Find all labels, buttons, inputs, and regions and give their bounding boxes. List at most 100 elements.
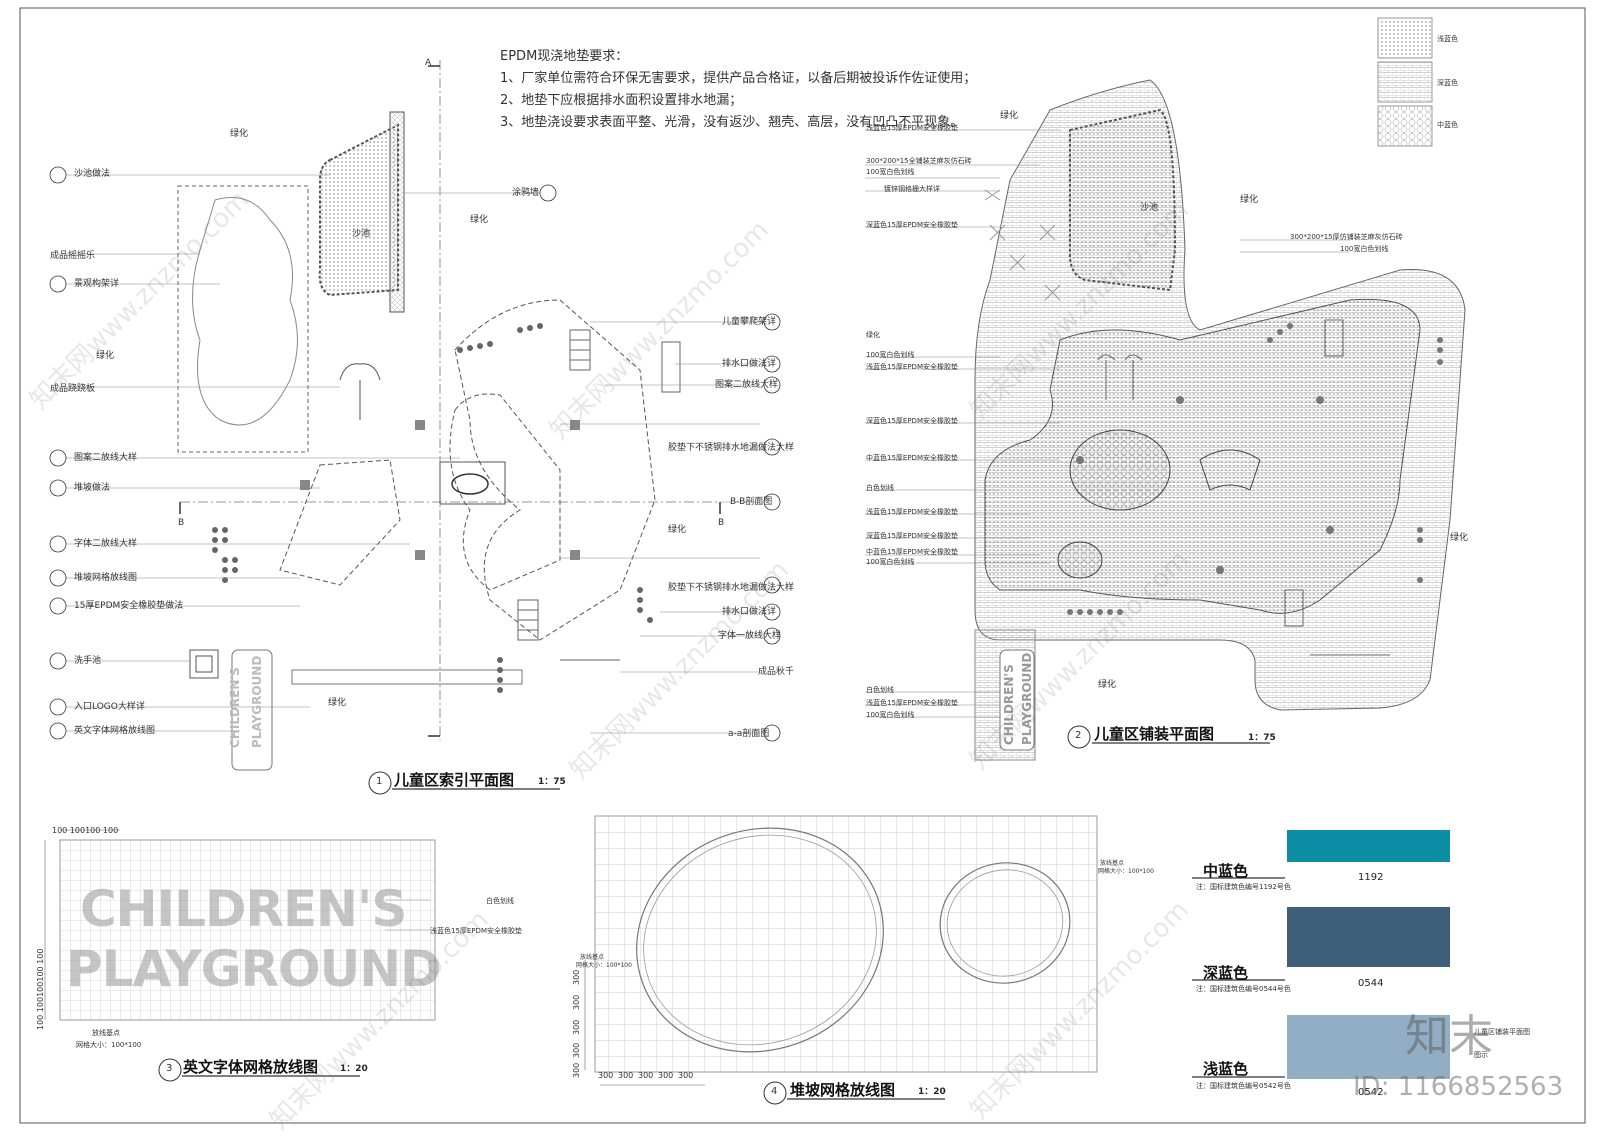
plan2-label: 深蓝色15厚EPDM安全橡胶垫	[866, 417, 958, 425]
plan1-label: 儿童攀爬架详	[722, 317, 777, 327]
color-name: 浅蓝色	[1203, 1060, 1249, 1078]
plan3-title: 英文字体网格放线图	[183, 1058, 319, 1076]
plan4-scale: 1：20	[918, 1087, 946, 1097]
section-mark-b: B	[178, 518, 185, 528]
plan2-label: 绿化	[866, 331, 880, 339]
plan3-text-line2: PLAYGROUND	[66, 940, 442, 998]
plan4-mound-grid	[584, 815, 1098, 1105]
sandpit-label: 沙池	[352, 229, 371, 239]
color-note: 注：国标建筑色编号1192号色	[1196, 883, 1291, 891]
plan3-left-dims: 100 100100100 100	[36, 948, 45, 1030]
plan1-label: 15厚EPDM安全橡胶垫做法	[74, 601, 184, 611]
plan1-label: 堆坡网格放线图	[74, 573, 138, 583]
plan1-label: 排水口做法详	[722, 359, 777, 369]
plan1-label: 图案二放线大样	[74, 453, 138, 463]
plan2-right-label: 300*200*15厚仿铺装芝麻灰仿石砖	[1290, 233, 1403, 241]
plan3-top-dims: 100 100100 100	[52, 826, 119, 835]
section-mark-b: B	[718, 518, 725, 528]
plan3-number: 3	[166, 1063, 173, 1074]
color-note: 注：国标建筑色编号0544号色	[1196, 985, 1291, 993]
plan2-paving-drawing	[865, 79, 1466, 761]
plan2-label: 白色划线	[866, 686, 894, 694]
plan4-left-dim: 300	[572, 1042, 581, 1058]
plan2-label: 100宽白色划线	[866, 168, 915, 176]
pattern-label: 浅蓝色	[1437, 35, 1458, 43]
green-label: 绿化	[230, 129, 249, 139]
color-name: 中蓝色	[1203, 862, 1249, 880]
green-label: 绿化	[328, 698, 347, 708]
plan4-grid-left: 网格大小：100*100	[576, 962, 632, 969]
swatch-dark-blue	[1287, 907, 1450, 967]
notes-title: EPDM现浇地垫要求：	[500, 49, 629, 64]
green-label: 绿化	[1450, 533, 1469, 543]
plan4-left-dim: 300	[572, 1019, 581, 1035]
plan2-label: 浅蓝色15厚EPDM安全橡胶垫	[866, 508, 958, 516]
note-item: 2、地垫下应根据排水面积设置排水地漏；	[500, 93, 743, 108]
plan1-label: 成品摇摇乐	[50, 251, 96, 261]
plan1-label: 沙池做法	[74, 169, 111, 179]
plan1-label: 景观构架详	[74, 279, 120, 289]
plan4-left-dim: 300	[572, 1062, 581, 1078]
plan4-origin-right: 放线基点	[1100, 860, 1125, 867]
plan1-label: 英文字体网格放线图	[74, 726, 156, 736]
plan1-label: a-a剖面图	[728, 729, 770, 739]
section-mark-a: A	[425, 58, 432, 68]
plan4-origin-left: 放线基点	[580, 954, 605, 961]
plan1-label: 字体二放线大样	[74, 539, 138, 549]
plan2-right-label: 100宽白色划线	[1340, 245, 1389, 253]
plan4-bottom-dim: 300	[598, 1071, 614, 1080]
partial-label: 图示	[1474, 1051, 1488, 1059]
plan1-number: 1	[376, 776, 383, 787]
plan1-label: 字体一放线大样	[718, 631, 782, 641]
plan1-logo-line1: CHILDREN'S	[228, 667, 242, 748]
note-item: 1、厂家单位需符合环保无害要求，提供产品合格证，以备后期被投诉作佐证使用；	[500, 71, 977, 86]
watermark-id: ID: 1166852563	[1353, 1072, 1564, 1102]
green-label: 绿化	[1098, 680, 1117, 690]
plan3-origin: 放线基点	[92, 1029, 120, 1037]
note-item: 3、地垫浇设要求表面平整、光滑，没有返沙、翘壳、高层，没有凹凸不平现象。	[500, 115, 964, 130]
green-label: 绿化	[668, 525, 687, 535]
color-code: 0542	[1358, 1087, 1384, 1098]
plan4-bottom-dim: 300	[678, 1071, 694, 1080]
plan2-label: 中蓝色15厚EPDM安全橡胶垫	[866, 548, 958, 556]
plan1-label: 胶垫下不锈钢排水地漏做法大样	[668, 443, 795, 453]
plan4-number: 4	[771, 1086, 778, 1097]
plan1-scale: 1：75	[538, 777, 566, 787]
plan2-label: 白色划线	[866, 484, 894, 492]
plan1-title: 儿童区索引平面图	[394, 771, 515, 789]
plan4-grid-right: 网格大小：100*100	[1098, 868, 1154, 875]
pattern-label: 中蓝色	[1437, 121, 1458, 129]
plan1-label: 洗手池	[74, 656, 102, 666]
partial-label: 儿童区铺装平面图	[1474, 1028, 1530, 1036]
plan4-bottom-dim: 300	[638, 1071, 654, 1080]
plan4-left-dim: 300	[572, 994, 581, 1010]
swatch-light-blue	[1287, 1015, 1450, 1079]
pattern-legend	[1377, 17, 1433, 147]
plan2-scale: 1：75	[1248, 733, 1276, 743]
plan3-scale: 1：20	[340, 1064, 368, 1074]
plan2-label: 浅蓝色15厚EPDM安全橡胶垫	[866, 124, 958, 132]
plan4-left-dim: 300	[572, 969, 581, 985]
plan2-label: 深蓝色15厚EPDM安全橡胶垫	[866, 221, 958, 229]
green-label: 绿化	[96, 351, 115, 361]
plan1-label: 涂鸦墙	[512, 188, 540, 198]
plan3-label: 白色划线	[486, 897, 514, 905]
green-label: 绿化	[1240, 195, 1259, 205]
plan1-label: 图案二放线大样	[715, 380, 779, 390]
pattern-label: 深蓝色	[1437, 79, 1458, 87]
plan3-label: 浅蓝色15厚EPDM安全橡胶垫	[430, 927, 522, 935]
plan2-title: 儿童区铺装平面图	[1094, 725, 1215, 743]
plan1-label: 排水口做法详	[722, 607, 777, 617]
plan2-number: 2	[1075, 730, 1082, 741]
plan3-letter-grid	[44, 829, 436, 1082]
plan3-text-line1: CHILDREN'S	[80, 880, 407, 938]
plan1-label: 胶垫下不锈钢排水地漏做法大样	[668, 583, 795, 593]
plan2-label: 中蓝色15厚EPDM安全橡胶垫	[866, 454, 958, 462]
plan4-bottom-dim: 300	[658, 1071, 674, 1080]
plan1-label: 堆坡做法	[74, 483, 111, 493]
color-name: 深蓝色	[1203, 964, 1249, 982]
plan2-label: 浅蓝色15厚EPDM安全橡胶垫	[866, 363, 958, 371]
plan1-index-drawing	[49, 60, 781, 795]
plan4-bottom-dim: 300	[618, 1071, 634, 1080]
